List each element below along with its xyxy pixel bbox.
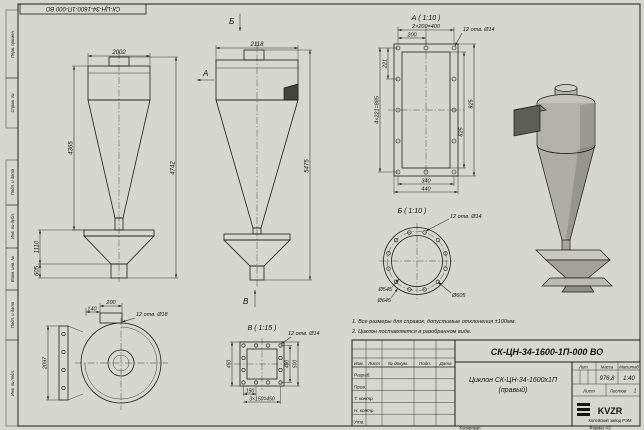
- sheet-label: Лист: [582, 389, 595, 394]
- detail-v-pitch-dim: 150: [246, 389, 255, 395]
- row-prov: Пров.: [354, 384, 366, 389]
- title-block: Изм. Лист № докум. Подп. Дата Разраб. Пр…: [351, 339, 641, 427]
- side-label-0: Перв. примен.: [10, 30, 15, 58]
- scale-label: Масштаб: [619, 365, 639, 370]
- side-label-1: Справ. №: [10, 93, 15, 112]
- side-label-4: Взам. инв. №: [10, 256, 15, 282]
- top-stamp-text: СК-ЦН-34-1600-1П-000 ВО: [45, 5, 120, 11]
- side-label-2: Подп. и дата: [10, 168, 15, 195]
- front-view: 2002 4365 4742 1110 605: [35, 50, 178, 282]
- row-nkontr: Н. контр.: [354, 408, 375, 413]
- col-doc: № докум.: [388, 361, 408, 366]
- side-width-dim: 2118: [250, 42, 265, 48]
- col-izm: Изм.: [354, 361, 364, 366]
- detail-a-view: А ( 1:10 ) 2×200=400 200 12 отв. Ø14 221…: [375, 15, 495, 194]
- detail-b-holes-note: 12 отв. Ø14: [450, 214, 482, 220]
- front-outlet-dim: 605: [35, 265, 41, 276]
- detail-v-right-outer-dim: 500: [293, 360, 299, 369]
- detail-a-title: А ( 1:10 ): [411, 15, 441, 22]
- row-razrab: Разраб.: [354, 373, 371, 378]
- scale-value: 1:40: [623, 376, 635, 382]
- view-arrow-b-label: Б: [229, 17, 234, 26]
- sheets-label: Листов: [609, 389, 627, 394]
- side-label-6: Инв. № подл.: [10, 370, 15, 396]
- front-height-right-dim: 4742: [171, 161, 177, 175]
- view-arrow-v-label: В: [243, 297, 249, 306]
- side-label-3: Инв. № дубл.: [10, 213, 15, 239]
- logo-text: KVZR: [598, 406, 623, 416]
- note-2: 2. Циклон поставляется в разобранном вид…: [351, 329, 472, 335]
- front-bunker-dim: 1110: [35, 240, 41, 253]
- doc-number: СК-ЦН-34-1600-1П-000 ВО: [491, 347, 603, 357]
- mass-label: Масса: [601, 365, 614, 370]
- scroll-holes-note: 12 отв. Ø18: [136, 312, 169, 318]
- side-height-dim: 5475: [305, 159, 311, 173]
- detail-v-total-dim: 3×150=450: [249, 397, 275, 403]
- detail-a-top-pitch-dim: 200: [406, 33, 417, 39]
- notes: 1. Все размеры для справок, допустимые о…: [351, 319, 516, 335]
- row-utv: Утв.: [354, 420, 364, 425]
- detail-b-view: Б ( 1:10 ) 12 отв. Ø14 Ø545 Ø645 Ø605: [377, 208, 482, 304]
- detail-b-dia-inner: Ø545: [378, 287, 393, 293]
- left-column: Перв. примен. Справ. № Подп. и дата Инв.…: [5, 9, 19, 427]
- scroll-view: 200 140 12 отв. Ø18 2097: [43, 300, 169, 410]
- part-name-line1: Циклон СК-ЦН-34-1600х1П: [469, 377, 558, 384]
- col-data: Дата: [438, 361, 452, 366]
- detail-a-right-inner-dim: 825: [459, 126, 465, 136]
- note-1: 1. Все размеры для справок, допустимые о…: [352, 319, 516, 325]
- copied-label: Копировал: [460, 426, 482, 430]
- top-stamp: СК-ЦН-34-1600-1П-000 ВО: [19, 3, 147, 15]
- below-frame-labels: Копировал Формат А3: [460, 426, 612, 430]
- part-name-line2: (правый): [499, 386, 528, 394]
- detail-v-right-inner-dim: 400: [285, 360, 291, 369]
- col-list: Лист: [367, 361, 380, 366]
- detail-a-bottom-inner-dim: 340: [421, 179, 431, 185]
- detail-a-top-total-dim: 2×200=400: [411, 24, 441, 30]
- detail-v-holes-note: 12 отв. Ø14: [288, 331, 320, 337]
- front-width-dim: 2002: [111, 50, 126, 56]
- scroll-top-dim: 200: [105, 300, 116, 306]
- front-height-left-dim: 4365: [69, 141, 75, 155]
- detail-a-left-pitch-dim: 221: [383, 59, 389, 69]
- detail-a-bottom-outer-dim: 440: [421, 187, 431, 193]
- detail-a-left-total-dim: 4×221=885: [375, 95, 381, 124]
- detail-b-dia-outer: Ø645: [377, 298, 392, 304]
- detail-a-right-outer-dim: 925: [469, 98, 475, 108]
- top-stamp-cell: [19, 3, 147, 15]
- lit-label: Лит.: [578, 365, 589, 370]
- detail-a-holes-note: 12 отв. Ø14: [463, 27, 495, 33]
- col-podp: Подп.: [419, 361, 431, 366]
- isometric-view: [513, 84, 613, 293]
- view-arrow-a-label: А: [202, 69, 208, 78]
- detail-v-left-dim: 450: [227, 360, 233, 369]
- mass-value: 976,8: [599, 376, 615, 382]
- format-label: Формат А3: [589, 426, 611, 430]
- detail-b-dia-bolt: Ø605: [451, 293, 466, 299]
- company-logo-icon: [577, 403, 590, 416]
- detail-v-view: В ( 1:15 ) 12 отв. Ø14 150 3×150=450 450…: [227, 325, 320, 404]
- detail-v-title: В ( 1:15 ): [248, 325, 277, 332]
- company-name: Копейский завод РЭМ: [588, 418, 632, 423]
- scroll-height-dim: 2097: [43, 356, 49, 370]
- row-tkontr: Т. контр.: [354, 396, 374, 401]
- detail-b-title: Б ( 1:10 ): [398, 208, 427, 215]
- side-label-5: Подп. и дата: [10, 301, 15, 328]
- sheets-value: 1: [634, 389, 637, 395]
- side-view: 2118 5475 А Б В: [196, 14, 312, 307]
- scroll-top2-dim: 140: [87, 307, 97, 313]
